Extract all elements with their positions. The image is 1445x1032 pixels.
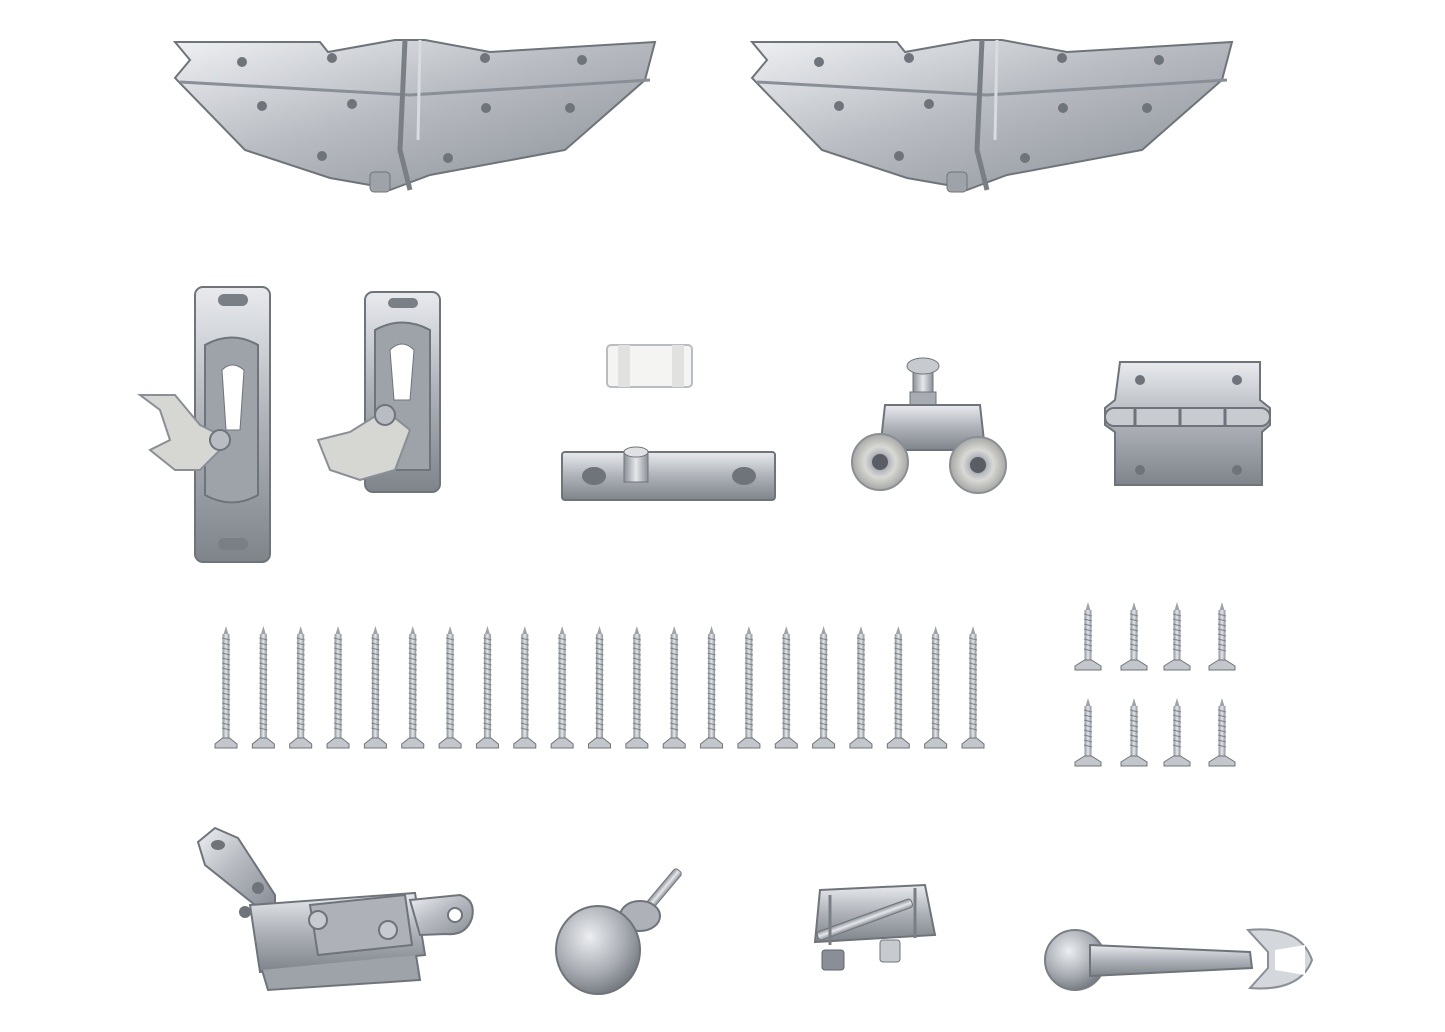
pivot-hinge-plate-right bbox=[749, 39, 1234, 193]
long-screw bbox=[363, 626, 387, 749]
door-catch-left bbox=[137, 286, 271, 563]
long-screw bbox=[251, 626, 275, 749]
long-screw bbox=[849, 626, 873, 749]
long-screw bbox=[588, 626, 611, 749]
long-screw bbox=[438, 626, 462, 749]
short-screw bbox=[1163, 602, 1191, 671]
short-screw bbox=[1074, 698, 1102, 767]
door-catch-right bbox=[316, 291, 441, 493]
long-screw bbox=[289, 626, 313, 749]
long-screw bbox=[326, 626, 350, 749]
long-screw bbox=[737, 626, 761, 749]
long-screw bbox=[214, 626, 238, 749]
short-screw bbox=[1163, 698, 1191, 767]
long-screw bbox=[961, 626, 985, 749]
long-screw bbox=[513, 626, 537, 749]
short-screw bbox=[1120, 698, 1148, 767]
short-screws bbox=[1074, 602, 1236, 767]
butt-hinge bbox=[1104, 361, 1271, 486]
long-screw bbox=[924, 626, 948, 749]
short-screw bbox=[1208, 698, 1236, 767]
long-screw bbox=[886, 626, 910, 749]
bottom-pivot-bracket bbox=[561, 344, 776, 501]
long-screw bbox=[662, 626, 686, 749]
long-screw bbox=[774, 626, 798, 749]
pivot-hinge-plate-left bbox=[172, 39, 657, 193]
top-guide-assembly bbox=[813, 883, 937, 971]
long-screw bbox=[812, 626, 836, 749]
roller-guide bbox=[851, 357, 1007, 494]
short-screw bbox=[1074, 602, 1102, 671]
door-knob bbox=[555, 868, 682, 995]
adjustable-latch-bracket bbox=[196, 826, 474, 992]
short-screw bbox=[1208, 602, 1236, 671]
long-screw bbox=[700, 626, 724, 749]
long-screws bbox=[214, 626, 985, 749]
long-screw bbox=[475, 626, 499, 749]
short-screw bbox=[1120, 602, 1148, 671]
long-screw bbox=[401, 626, 425, 749]
long-screw bbox=[550, 626, 574, 749]
adjustment-wrench bbox=[1044, 928, 1314, 991]
long-screw bbox=[625, 626, 649, 749]
